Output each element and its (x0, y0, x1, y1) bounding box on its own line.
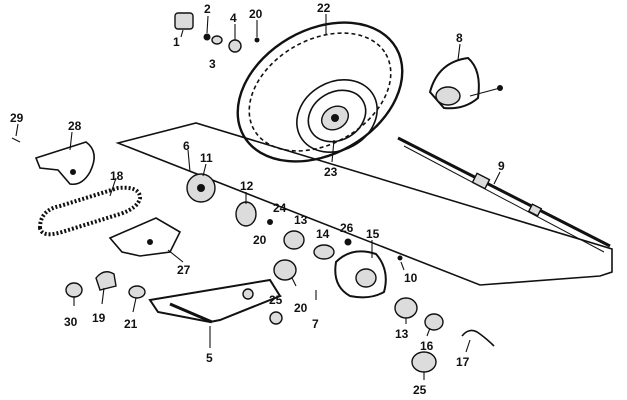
chain-guard-lower (108, 217, 182, 257)
callout-20-mid: 20 (253, 233, 267, 247)
callout-19: 19 (92, 311, 106, 325)
callout-25-lower: 25 (413, 383, 427, 397)
callout-5: 5 (206, 351, 213, 365)
part-14-spacer (313, 244, 335, 260)
part-17-clip (461, 329, 495, 347)
part-2-nut (203, 33, 211, 41)
part-16-spacer (424, 313, 444, 331)
part-19-bracket (95, 271, 117, 291)
axle-frame-outline (115, 122, 613, 286)
swing-arm (148, 278, 282, 324)
part-3-washer (211, 35, 223, 45)
wheel-rim (307, 89, 367, 143)
callout-25-upper: 25 (269, 293, 283, 307)
callout-labels: 1 2 3 4 20 22 8 29 28 6 11 23 9 18 12 24… (10, 1, 505, 397)
part-21-washer (128, 285, 146, 299)
bearing-housing (334, 250, 387, 299)
callout-6: 6 (183, 139, 190, 153)
callout-1: 1 (173, 35, 180, 49)
callout-20-top: 20 (249, 7, 263, 21)
callout-30: 30 (64, 315, 78, 329)
drive-chain (37, 185, 143, 237)
chain-guard-upper (34, 141, 95, 186)
callout-7: 7 (312, 317, 319, 331)
part-30-nut (65, 282, 83, 298)
callout-23: 23 (324, 165, 338, 179)
part-1-cap (174, 12, 194, 30)
callout-22: 22 (317, 1, 331, 15)
callout-4: 4 (230, 11, 237, 25)
callout-16: 16 (420, 339, 434, 353)
callout-3: 3 (209, 57, 216, 71)
callout-20-low: 20 (294, 301, 308, 315)
callout-13-upper: 13 (294, 213, 308, 227)
callout-26: 26 (340, 221, 354, 235)
callout-11: 11 (200, 151, 213, 165)
part-25-seal-upper (273, 259, 297, 281)
part-13-bearing-upper (283, 230, 305, 250)
callout-28: 28 (68, 119, 82, 133)
part-4-nut (228, 39, 242, 53)
callout-17: 17 (456, 355, 470, 369)
leader-lines (15, 14, 501, 380)
part-13-bearing-lower (394, 297, 418, 319)
callout-2: 2 (204, 2, 211, 16)
callout-9: 9 (498, 159, 505, 173)
callout-8: 8 (456, 31, 463, 45)
callout-15: 15 (366, 227, 380, 241)
callout-12: 12 (240, 179, 254, 193)
callout-21: 21 (124, 317, 138, 331)
callout-18: 18 (110, 169, 124, 183)
callout-29: 29 (10, 111, 24, 125)
callout-27: 27 (177, 263, 191, 277)
callout-13-lower: 13 (395, 327, 409, 341)
tire (236, 21, 404, 163)
part-25-seal-lower (411, 351, 437, 373)
callout-10: 10 (404, 271, 418, 285)
part-12-flange (235, 201, 257, 227)
callout-24: 24 (273, 201, 287, 215)
rear-axle (397, 136, 611, 253)
callout-14: 14 (316, 227, 330, 241)
wheel-hub (428, 56, 503, 110)
part-20-pin (254, 37, 260, 43)
